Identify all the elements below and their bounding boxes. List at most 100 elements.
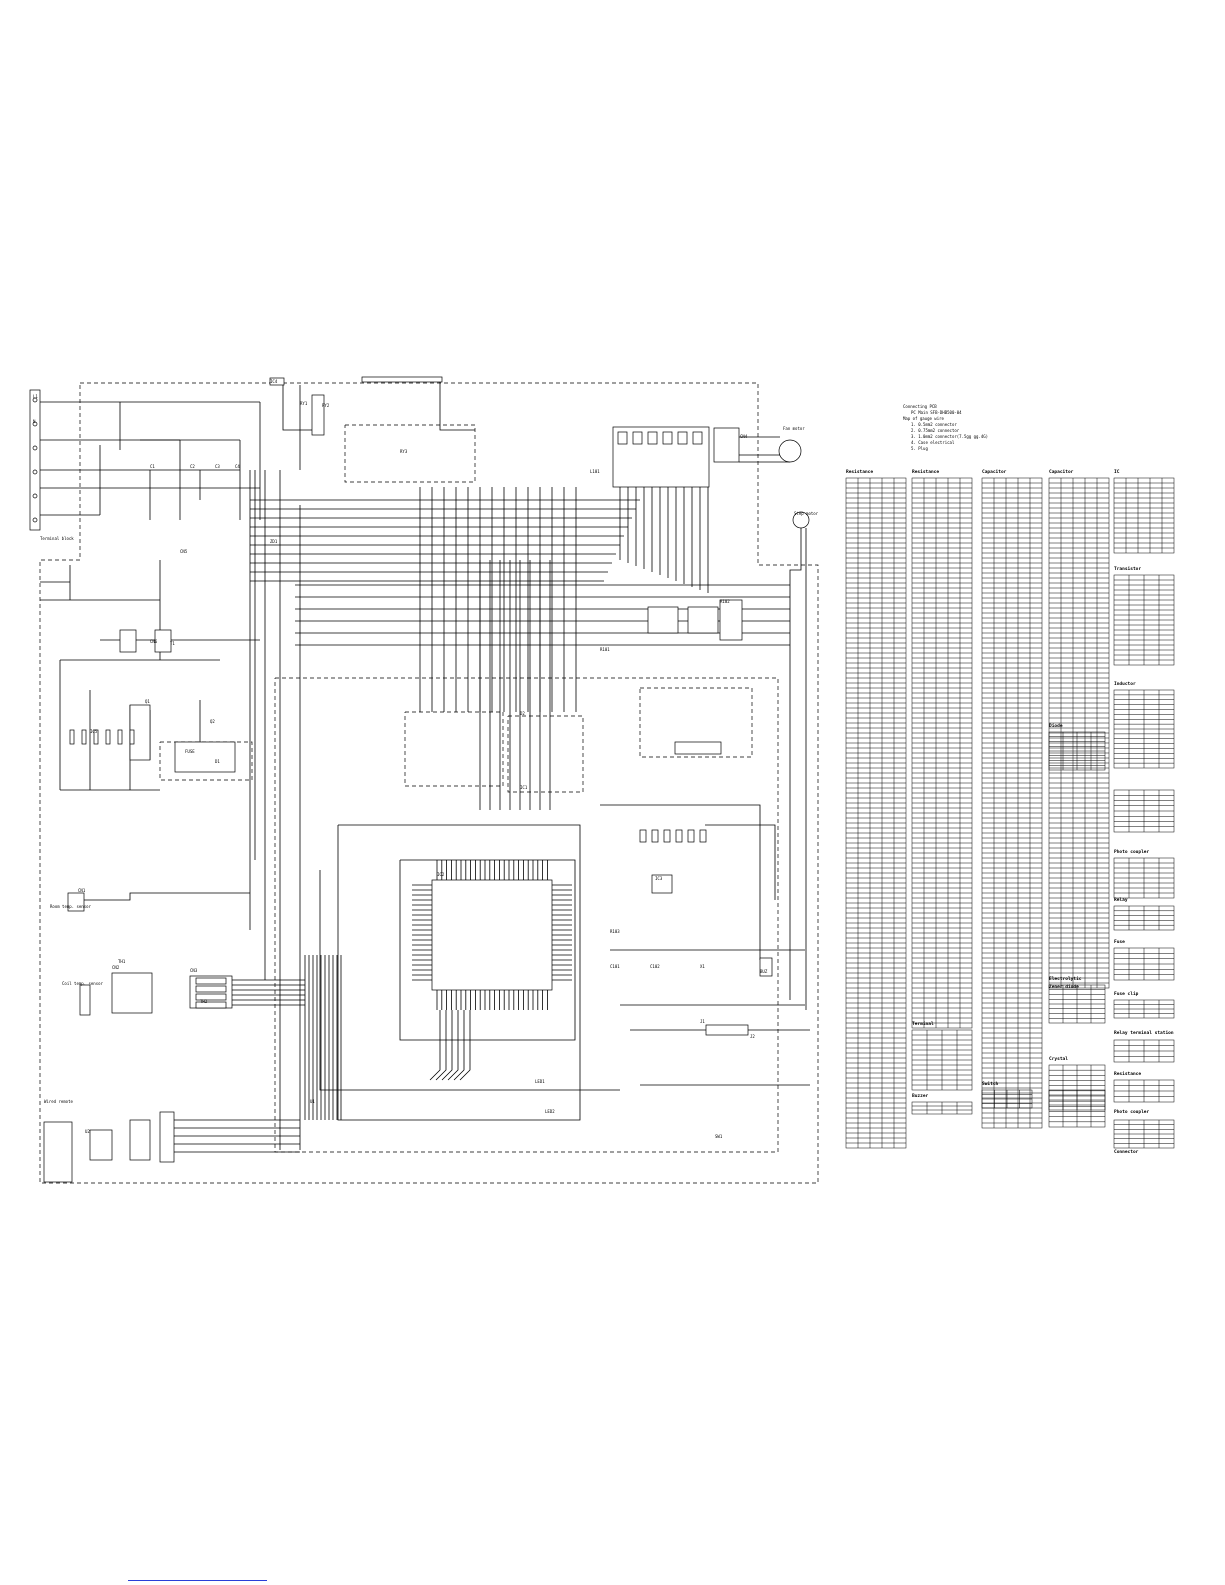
choke <box>119 629 137 653</box>
component-designator: R103 <box>610 929 620 934</box>
switch-device <box>677 431 688 445</box>
component-designator: CN5 <box>180 549 188 554</box>
bom-small-table-title: Crystal <box>1049 1057 1068 1062</box>
component-designator: Q2 <box>210 719 215 724</box>
wire <box>337 824 581 1121</box>
inner-module-outline <box>404 711 504 787</box>
wire <box>600 804 761 960</box>
bom-small-table-title: Diode <box>1049 724 1063 729</box>
bom-small-table-title: Photo coupler <box>1114 850 1150 855</box>
component-designator: LED2 <box>545 1109 555 1114</box>
connector <box>674 741 722 755</box>
diode <box>663 829 671 843</box>
component-symbols <box>29 376 810 1183</box>
switch-device <box>632 431 643 445</box>
wired-remote-label: Wired remote <box>44 1099 73 1104</box>
wire <box>399 859 576 1041</box>
connector-block <box>129 1119 151 1161</box>
capacitor <box>81 729 87 745</box>
control-board-outline <box>274 677 779 1153</box>
step-motor-symbol <box>792 511 810 529</box>
component-designator: SW1 <box>715 1134 723 1139</box>
fuse <box>269 377 285 386</box>
component-designator: Q1 <box>145 699 150 704</box>
note-line: PC Main SFB-DHB500-04 <box>911 410 962 415</box>
wire <box>705 824 776 900</box>
terminal-screw <box>32 493 38 499</box>
bom-small-table-title: Terminal <box>912 1022 934 1027</box>
main-board-outline <box>39 382 819 1184</box>
connector <box>705 1024 749 1036</box>
wire <box>789 528 802 1000</box>
step-motor-label: Step motor <box>794 511 819 516</box>
bom-small-table-title: Electrolytic <box>1049 977 1082 982</box>
footer-link-underline[interactable] <box>128 1580 267 1581</box>
wire <box>80 892 250 901</box>
component-designator: ZD1 <box>270 539 278 544</box>
component-designator: C102 <box>650 964 660 969</box>
signal-wire <box>453 1010 465 1081</box>
component-designator: T1 <box>170 641 175 646</box>
capacitor <box>93 729 99 745</box>
wire <box>282 381 312 431</box>
inner-module-outline <box>507 715 584 793</box>
bom-column-title: Capacitor <box>982 470 1007 475</box>
inner-module-outline <box>344 424 476 483</box>
terminal-block <box>29 389 41 531</box>
bom-small-table-title: Buzzer <box>912 1094 929 1099</box>
wire <box>319 870 620 1091</box>
note-line: 4. Case electrical <box>911 440 955 445</box>
switch-device <box>647 431 658 445</box>
component-designator: IC2 <box>437 872 445 877</box>
schematic-wiring <box>40 381 810 1153</box>
component-designator: CN3 <box>190 968 198 973</box>
component-designator: IC5 <box>90 729 98 734</box>
relay <box>311 394 325 436</box>
bom-small-table-title: Relay <box>1114 898 1128 903</box>
component-designator: C3 <box>215 464 220 469</box>
component-designator: FUSE <box>185 749 195 754</box>
bom-table <box>1113 477 1175 554</box>
terminal-screw <box>32 469 38 475</box>
component-designator: RY2 <box>322 403 330 408</box>
inner-module-outline <box>639 687 753 758</box>
mcu-ic <box>431 879 553 991</box>
relay <box>719 599 743 641</box>
signal-wire <box>435 1010 447 1081</box>
switch-device <box>662 431 673 445</box>
signal-wire <box>441 1010 453 1081</box>
header-connector <box>361 376 443 383</box>
terminal-screw <box>32 445 38 451</box>
bom-column-title: Resistance <box>846 470 874 475</box>
capacitor <box>105 729 111 745</box>
bom-small-table-title: Photo coupler <box>1114 1110 1150 1115</box>
diode <box>639 829 647 843</box>
pin-row <box>195 977 227 985</box>
terminal-screw <box>32 397 38 403</box>
note-line: 3. 1.0mm2 connector(7.5gg gg.4G) <box>911 434 989 439</box>
component-designator: X1 <box>700 964 705 969</box>
terminal-screw <box>32 421 38 427</box>
component-designator: RY1 <box>300 401 308 406</box>
wired-remote-connector <box>43 1121 73 1183</box>
component-designator: IC1 <box>520 785 528 790</box>
component-designator: C2 <box>190 464 195 469</box>
note-line: 5. Plug <box>911 446 928 451</box>
module-outlines <box>39 382 819 1184</box>
relay <box>687 606 719 634</box>
component-designator: BUZ <box>760 969 768 974</box>
component-designator: CN6 <box>150 639 158 644</box>
diode <box>699 829 707 843</box>
note-line: Connecting PCB <box>903 404 937 409</box>
signal-wire <box>429 1010 441 1081</box>
switch-device <box>692 431 703 445</box>
wire <box>439 381 475 431</box>
bom-small-table-title: Fuse clip <box>1114 992 1139 997</box>
bom-small-table-title: Transistor <box>1114 567 1142 572</box>
bom-small-table-title: Switch <box>982 1082 999 1087</box>
sensor-connector <box>67 892 85 912</box>
pin-row <box>195 985 227 993</box>
bom-tables <box>845 477 1175 1149</box>
component-designator: J1 <box>700 1019 705 1024</box>
ic <box>651 874 673 894</box>
